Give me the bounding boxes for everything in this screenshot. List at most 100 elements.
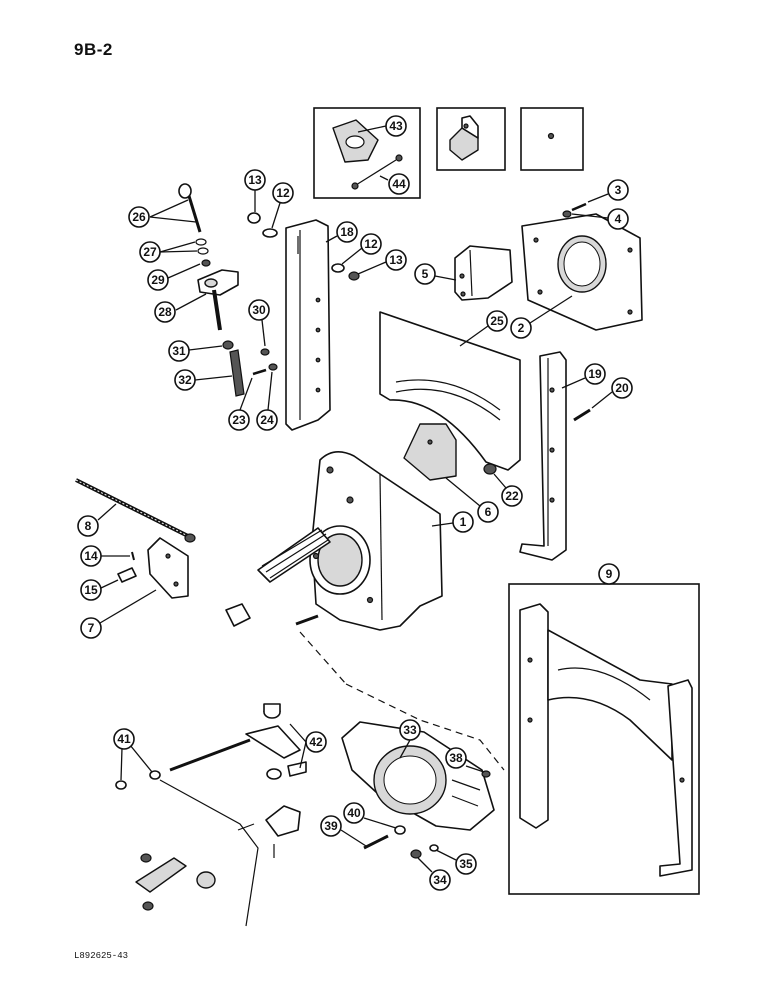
callout-circle-44 [388,173,410,195]
callout-circle-3 [607,179,629,201]
spring-32 [229,349,245,397]
bolt-20 [573,408,591,422]
callout-circle-13-upper [244,169,266,191]
callout-label-4: 4 [615,212,622,226]
callout-circle-2 [510,317,532,339]
callout-circle-25 [486,310,508,332]
lever-bracket-28 [197,269,239,331]
callout-label-8: 8 [85,519,92,533]
threaded-rod-8 [75,478,196,543]
callout-circle-28 [154,301,176,323]
callout-label-1: 1 [460,515,467,529]
callout-label-22: 22 [505,489,519,503]
callout-label-35: 35 [459,857,473,871]
plate-7 [147,537,189,599]
bolt-23-nut-24 [252,348,278,376]
callout-circle-34 [429,869,451,891]
callout-label-12-upper: 12 [276,186,290,200]
callout-label-27: 27 [143,245,157,259]
illustration-reference-code: L892625-43 [74,951,129,961]
wedge-block-6 [403,423,457,481]
callout-label-30: 30 [252,303,266,317]
callout-label-19: 19 [588,367,602,381]
support-bracket-25 [379,311,521,471]
assembly-dashed-line [299,631,505,771]
callout-circle-18 [336,221,358,243]
page-section-number: 9B-2 [74,40,113,59]
callout-label-5: 5 [422,267,429,281]
upright-channel-19 [519,351,567,561]
callout-label-33: 33 [403,723,417,737]
callout-circle-5 [414,263,436,285]
callout-circle-8 [77,515,99,537]
callout-circle-14 [80,545,102,567]
callout-circle-22 [501,485,523,507]
callout-label-39: 39 [324,819,338,833]
callout-circle-20 [611,377,633,399]
callout-circle-19 [584,363,606,385]
callout-circle-40 [343,802,365,824]
inset-box-washer [520,107,584,171]
callout-label-2: 2 [518,321,525,335]
mount-bracket-5 [454,245,513,301]
callout-label-18: 18 [340,225,354,239]
callout-label-20: 20 [615,381,629,395]
callout-label-40: 40 [347,806,361,820]
callout-circle-7 [80,617,102,639]
callout-circle-26 [128,206,150,228]
callout-circle-6 [477,501,499,523]
pin-29 [201,259,211,267]
callout-label-15: 15 [84,583,98,597]
callout-circle-12-lower [360,233,382,255]
callout-label-12-lower: 12 [364,237,378,251]
bushing [225,603,251,627]
callout-label-34: 34 [433,873,447,887]
nut-22 [483,463,497,475]
callout-circle-42 [305,731,327,753]
callout-circle-27 [139,241,161,263]
upright-channel-18 [285,219,331,431]
callout-label-6: 6 [485,505,492,519]
callout-label-29: 29 [151,273,165,287]
callout-circle-33 [399,719,421,741]
collar-31 [222,340,234,350]
callout-label-44: 44 [392,177,406,191]
callout-label-23: 23 [232,413,246,427]
callout-circle-12-upper [272,182,294,204]
callout-circle-1 [452,511,474,533]
transmission-housing-33 [341,721,495,831]
callout-circle-23 [228,409,250,431]
callout-circle-39 [320,815,342,837]
inset-box-angle-bracket [436,107,506,171]
callout-circle-35 [455,853,477,875]
callout-label-24: 24 [260,413,274,427]
callout-circle-24 [256,409,278,431]
callouts: 4 3 44 13 12 26 27 29 2 8 30 [77,115,633,891]
callout-label-31: 31 [172,344,186,358]
washer-12-nut-13-right [331,263,360,281]
inset-box-assembly-9 [508,583,700,895]
bolt-3-washer-4 [562,202,587,218]
callout-label-26: 26 [132,210,146,224]
linkage-rod-washers-41 [115,770,259,927]
fasteners-34-35-38-39-40 [363,770,491,859]
small-bracket-lower-left [135,853,216,911]
callout-label-3: 3 [615,183,622,197]
callout-label-41: 41 [117,732,131,746]
callout-circle-15 [80,579,102,601]
nut-13-washer-12-left [247,212,278,238]
callout-circle-30 [248,299,270,321]
callout-circle-4 [607,208,629,230]
pin-14-pin-15 [117,551,137,583]
callout-label-13-lower: 13 [389,253,403,267]
mount-plate-2 [521,213,643,331]
callout-label-13-upper: 13 [248,173,262,187]
control-lever-assembly [169,703,307,858]
callout-circle-43 [385,115,407,137]
callout-label-25: 25 [490,314,504,328]
callout-label-14: 14 [84,549,98,563]
callout-circle-38 [445,747,467,769]
callout-circle-13-lower [385,249,407,271]
eye-bolt-rod [178,183,202,233]
callout-circle-29 [147,269,169,291]
